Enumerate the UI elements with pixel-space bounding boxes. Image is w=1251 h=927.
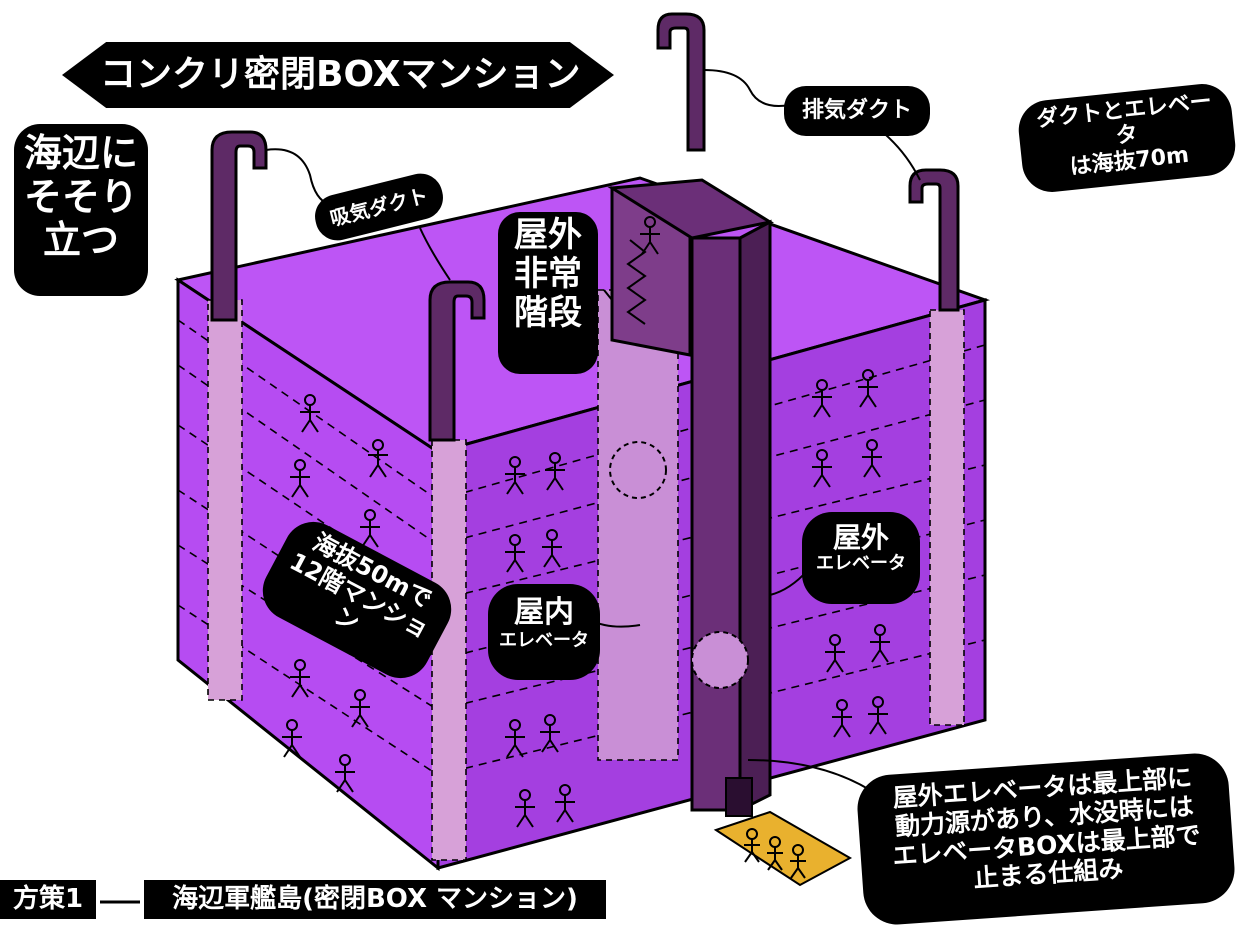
resident-figure xyxy=(868,696,888,735)
resident-figure xyxy=(744,828,760,863)
title-banner xyxy=(62,42,614,108)
fire-escape-line-1: 屋外 xyxy=(514,215,582,255)
fire-escape-label: 屋外 非常 階段 xyxy=(498,212,598,374)
resident-figure xyxy=(767,836,783,871)
resident-figure xyxy=(825,634,845,673)
exhaust-duct-right xyxy=(908,168,960,312)
outdoor-elevator-line-1: 屋外 xyxy=(832,521,889,554)
resident-figure xyxy=(870,624,890,663)
resident-figure xyxy=(282,719,302,758)
resident-figure xyxy=(505,719,525,758)
resident-figure xyxy=(368,439,388,478)
indoor-elevator-line-2: エレベータ xyxy=(499,629,589,651)
inner-duct-shafts xyxy=(207,299,965,861)
outdoor-elevator-line-2: エレベータ xyxy=(816,553,906,575)
seaside-line-1: 海辺に xyxy=(23,131,138,175)
resident-figure xyxy=(515,789,535,828)
residents xyxy=(282,216,890,879)
fire-escape-line-3: 階段 xyxy=(514,293,582,334)
fire-escape-line-2: 非常 xyxy=(514,254,582,295)
resident-figure xyxy=(640,216,660,255)
resident-figure xyxy=(790,844,806,879)
resident-figure xyxy=(505,456,525,495)
resident-figure xyxy=(335,754,355,793)
seaside-line-3: 立つ xyxy=(42,218,119,263)
seaside-line-2: そそり xyxy=(23,174,138,219)
resident-figure xyxy=(555,784,575,823)
seaside-label: 海辺に そそり 立つ xyxy=(14,124,148,296)
intake-duct-front xyxy=(428,280,486,442)
page-title: コンクリ密閉BOXマンション xyxy=(100,54,581,95)
resident-figure xyxy=(350,689,370,728)
resident-figure xyxy=(540,714,560,753)
caption-plan: 方策1 xyxy=(0,880,96,919)
resident-figure xyxy=(300,394,320,433)
indoor-elevator-line-1: 屋内 xyxy=(514,595,574,630)
indoor-elevator-label: 屋内 エレベータ xyxy=(488,584,600,680)
resident-figure xyxy=(812,449,832,488)
exhaust-duct-center xyxy=(656,12,706,152)
outdoor-elevator-label: 屋外 エレベータ xyxy=(802,512,920,604)
caption-text: 海辺軍艦島(密閉BOX マンション) xyxy=(144,880,606,919)
resident-figure xyxy=(290,659,310,698)
indoor-elevator-car xyxy=(609,441,667,499)
resident-figure xyxy=(290,459,310,498)
intake-duct-left xyxy=(210,130,268,322)
resident-figure xyxy=(812,379,832,418)
outdoor-elevator-tower-front xyxy=(690,236,742,812)
ground-walkway xyxy=(713,810,853,887)
outdoor-elevator-top xyxy=(607,178,775,240)
resident-figure xyxy=(545,452,565,491)
resident-figure xyxy=(542,529,562,568)
indoor-elevator-shaft xyxy=(597,289,679,761)
resident-figure xyxy=(832,699,852,738)
exhaust-duct-label: 排気ダクト xyxy=(784,86,930,136)
resident-figure xyxy=(505,534,525,573)
outdoor-elevator-tower-side xyxy=(738,219,772,813)
resident-figure xyxy=(862,439,882,478)
ducts xyxy=(210,12,960,442)
resident-figure xyxy=(360,509,380,548)
note-label: 屋外エレベータは最上部に 動力源があり、水没時には エレベータBOXは最上部で … xyxy=(855,751,1237,927)
resident-figure xyxy=(858,369,878,408)
outdoor-elevator-door xyxy=(725,777,753,817)
outdoor-elevator-car xyxy=(691,631,749,689)
